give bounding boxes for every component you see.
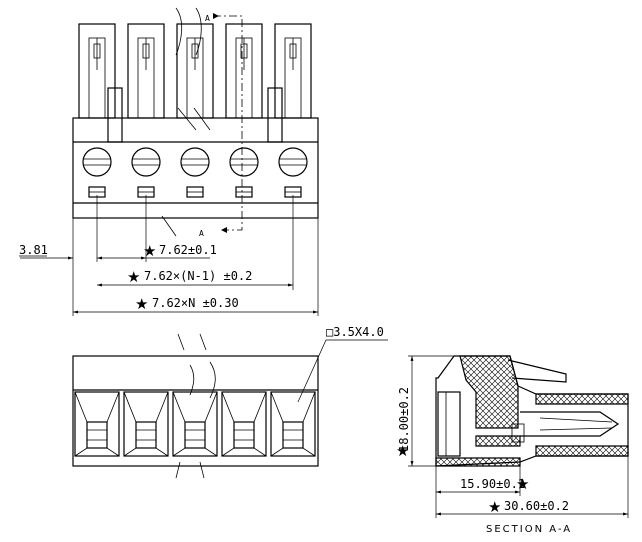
top-view: A A [72,7,319,238]
dim-pitch-n1-label: 7.62×(N-1) ±0.2 [144,269,252,283]
front-body [72,355,319,467]
section-view [408,355,629,518]
total-width-star: ★ [135,295,148,313]
screw-head-5 [278,147,308,177]
front-view [72,333,388,479]
latch-right [267,87,283,143]
top-body [72,117,319,219]
height-star: ★ [396,442,409,460]
wire-entry-5 [270,391,316,457]
latch-left [107,87,123,143]
pitch-star: ★ [143,242,156,260]
pitch-n1-star: ★ [127,268,140,286]
section-marker-bottom: A [199,229,204,238]
dim-height-label: 18.00±0.2 [397,387,411,452]
section-marker-top: A [205,14,210,23]
screw-heads [82,147,308,198]
wire-entries [74,391,316,457]
wire-entry-1 [74,391,120,457]
section-caption: SECTION A-A [486,524,572,535]
wire-entry-2 [123,391,169,457]
depth-inner-star: ★ [516,475,529,493]
dim-wire-hole-label: □3.5X4.0 [326,325,384,339]
screw-head-1 [82,147,112,177]
screw-head-3 [180,147,210,177]
dim-pitch-label: 7.62±0.1 [159,243,217,257]
top-dimensions [20,195,319,316]
dim-depth-total-label: 30.60±0.2 [504,499,569,513]
dim-offset-label: 3.81 [19,243,48,257]
pin-housings [78,23,312,119]
screw-head-2 [131,147,161,177]
dim-depth-inner-label: 15.90±0.1 [460,477,525,491]
wire-entry-3 [172,391,218,457]
depth-total-star: ★ [488,498,501,516]
dim-total-width-label: 7.62×N ±0.30 [152,296,239,310]
screw-head-4 [229,147,259,177]
section-line-top [213,15,243,231]
wire-entry-4 [221,391,267,457]
